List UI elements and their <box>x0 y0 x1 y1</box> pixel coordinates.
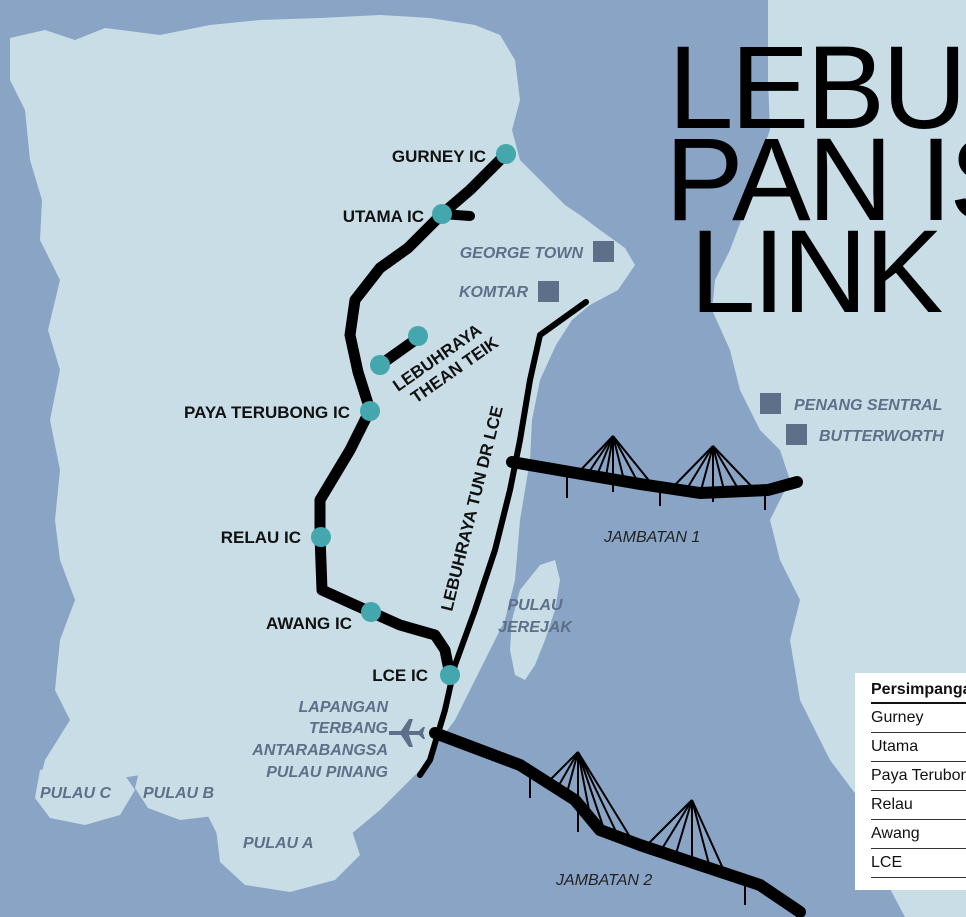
main-expressway <box>314 148 512 681</box>
cable <box>674 799 693 858</box>
pulau-jerejak <box>510 560 560 680</box>
gurney-ic-label: GURNEY IC <box>392 147 486 166</box>
cable <box>669 445 714 491</box>
cable <box>691 799 711 869</box>
cable <box>659 799 693 853</box>
airport-label-line4: PULAU PINANG <box>266 764 388 781</box>
bridge-cables <box>529 435 766 905</box>
legend-row: Paya Terubong <box>871 762 966 791</box>
legend-row: Awang <box>871 820 966 849</box>
penang-island <box>10 15 635 890</box>
jambatan-2-label: JAMBATAN 2 <box>555 872 652 889</box>
place-markers <box>538 241 807 445</box>
airport-label-line2: TERBANG <box>309 720 388 737</box>
legend-row: LCE <box>871 849 966 878</box>
airplane-icon <box>389 719 425 747</box>
lce-ic-dot[interactable] <box>440 665 460 685</box>
lce-ic-label: LCE IC <box>372 666 428 685</box>
cable <box>577 751 636 846</box>
gurney-ic-dot[interactable] <box>496 144 516 164</box>
komtar-label: KOMTAR <box>459 284 528 301</box>
cable <box>612 435 641 487</box>
pulau-b <box>135 760 240 820</box>
penang-sentral-label: PENANG SENTRAL <box>794 397 942 414</box>
penang-sentral-square-marker-icon <box>760 393 781 414</box>
pulau-a-label: PULAU A <box>243 835 314 852</box>
cable <box>691 799 726 874</box>
cable <box>577 751 591 816</box>
cable <box>564 751 579 801</box>
legend-row: Relau <box>871 791 966 820</box>
komtar-square-marker-icon <box>538 281 559 302</box>
cable <box>684 445 714 493</box>
awang-ic-label: AWANG IC <box>266 614 352 633</box>
legend-header: Persimpangan <box>871 681 966 704</box>
cable <box>554 751 579 793</box>
relau-ic-label: RELAU IC <box>221 528 301 547</box>
utama-ic-label: UTAMA IC <box>343 207 424 226</box>
pulau-a <box>215 800 360 892</box>
cable <box>577 751 621 841</box>
butterworth-square-marker-icon <box>786 424 807 445</box>
awang-ic-dot[interactable] <box>361 602 381 622</box>
title-line-1: LEBUH <box>668 22 966 154</box>
title-line-2: PAN IS <box>665 114 966 246</box>
cable <box>712 445 726 495</box>
paya-terubong-ic-label: PAYA TERUBONG IC <box>184 403 350 422</box>
george-town-square-marker-icon <box>593 241 614 262</box>
paya-terubong-ic-dot[interactable] <box>360 401 380 421</box>
cable <box>544 751 579 786</box>
pulau-c-label: PULAU C <box>40 785 112 802</box>
cable <box>604 435 614 483</box>
thean-teik-dot-end[interactable] <box>408 326 428 346</box>
jambatan-1-label: JAMBATAN 1 <box>603 529 700 546</box>
interchange-dots <box>311 144 516 685</box>
cable <box>612 435 626 485</box>
legend-row: Utama <box>871 733 966 762</box>
title-line-3: LINK <box>690 206 943 338</box>
cable <box>712 445 741 493</box>
relau-ic-dot[interactable] <box>311 527 331 547</box>
airport-label-line1: LAPANGAN <box>299 699 389 716</box>
lce-road <box>417 299 589 778</box>
pulau-jerejak-label-line1: PULAU <box>507 597 563 614</box>
butterworth-label: BUTTERWORTH <box>819 428 944 445</box>
cable <box>644 799 693 848</box>
cable <box>712 445 756 491</box>
legend-row: Gurney <box>871 704 966 733</box>
cable <box>584 435 614 479</box>
cable <box>577 751 606 833</box>
pulau-c <box>35 762 135 825</box>
cable <box>612 435 656 489</box>
cable <box>574 435 614 477</box>
jambatan-1-road <box>506 456 803 499</box>
thean-teik-dot-start[interactable] <box>370 355 390 375</box>
george-town-label: GEORGE TOWN <box>460 245 584 262</box>
cable <box>699 445 714 495</box>
pulau-b-label: PULAU B <box>143 785 214 802</box>
airport-label-line3: ANTARABANGSA <box>251 742 388 759</box>
utama-ic-dot[interactable] <box>432 204 452 224</box>
pulau-jerejak-label-line2: JEREJAK <box>498 619 573 636</box>
interchange-legend-table: Persimpangan Gurney Utama Paya Terubong … <box>855 673 966 890</box>
cable <box>594 435 614 481</box>
